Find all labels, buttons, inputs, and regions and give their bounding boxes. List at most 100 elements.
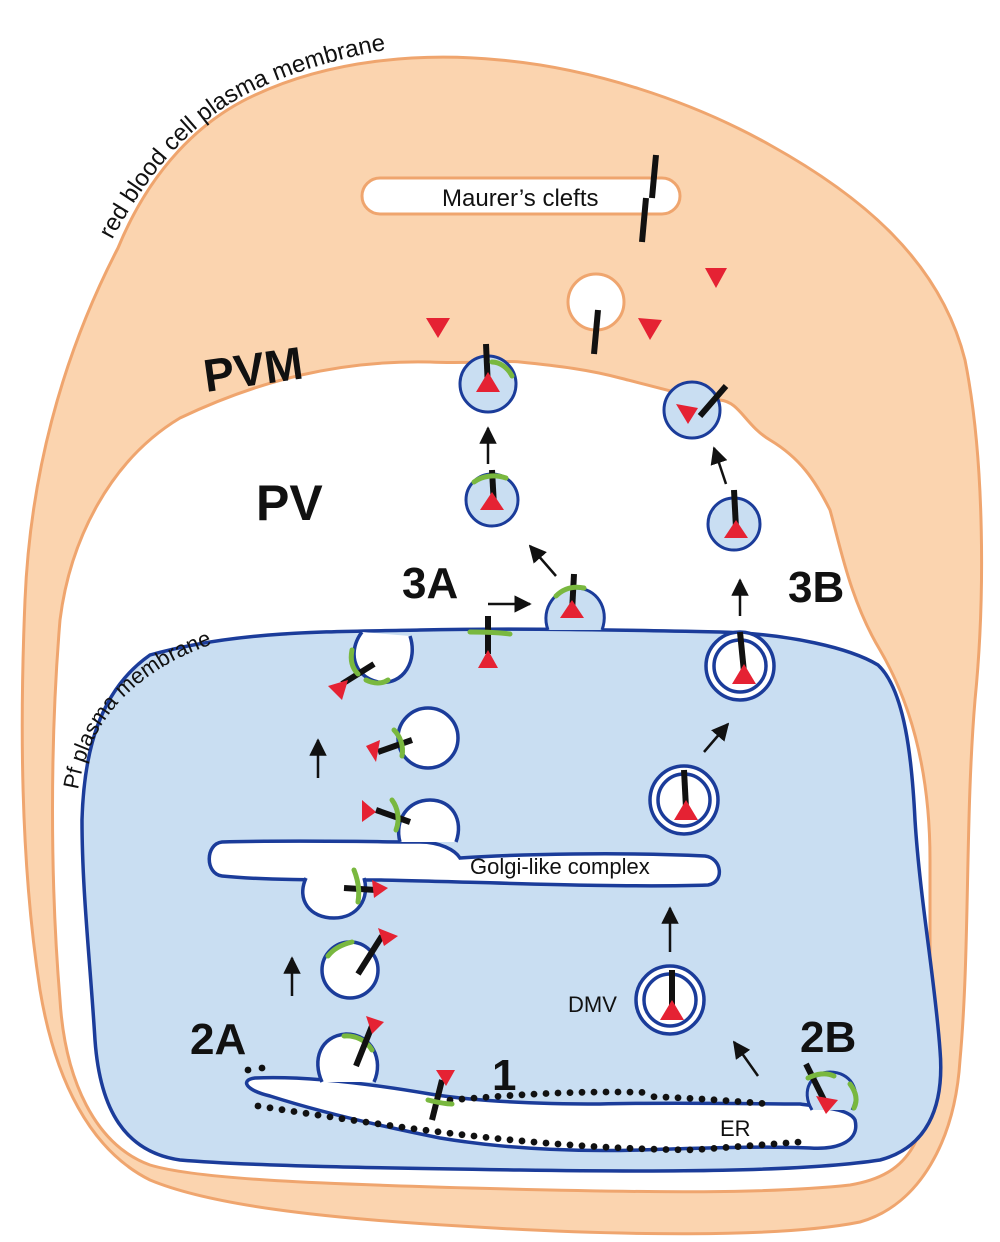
ribosome-dot xyxy=(686,1146,694,1154)
cleft-rod-1 xyxy=(649,154,659,199)
coat-protein xyxy=(489,359,515,379)
rbc-vesicle-rod xyxy=(591,309,601,355)
transmembrane-protein xyxy=(355,934,385,976)
ribosome-dot xyxy=(386,1122,394,1129)
cleft-rod-2 xyxy=(639,197,649,243)
cargo xyxy=(560,600,584,618)
ribosome-dot xyxy=(302,1109,310,1117)
vesicle-pm-approach xyxy=(396,706,460,770)
cargo xyxy=(372,880,388,898)
cargo xyxy=(732,664,756,684)
ribosome-dot xyxy=(258,1064,266,1072)
coat-protein xyxy=(391,727,405,759)
ribosome-dot xyxy=(518,1137,526,1145)
pv-label: PV xyxy=(256,475,323,531)
ribosome-dot xyxy=(662,1093,670,1101)
ribosome-dot xyxy=(482,1093,490,1101)
ribosome-dot xyxy=(662,1146,670,1153)
cargo xyxy=(724,520,748,538)
free-cargo xyxy=(426,318,450,338)
ribosome-dot xyxy=(398,1123,406,1131)
ribosome-dot xyxy=(410,1125,418,1133)
cargo xyxy=(366,740,380,762)
ribosome-dot xyxy=(446,1129,454,1137)
transmembrane-protein xyxy=(697,384,729,418)
ribosome-dot xyxy=(650,1145,658,1153)
ribosome-dot xyxy=(554,1140,562,1148)
ribosome-dot xyxy=(710,1144,718,1152)
transmembrane-protein xyxy=(375,807,411,825)
ribosome-dot xyxy=(542,1139,550,1147)
ribosome-dot xyxy=(338,1115,346,1123)
ribosome-dot xyxy=(422,1126,430,1134)
ribosome-dot xyxy=(674,1146,682,1154)
cargo xyxy=(436,1070,455,1086)
coat-protein xyxy=(348,647,361,677)
coat-protein xyxy=(363,677,391,686)
ribosome-dot xyxy=(770,1140,778,1148)
coat-protein xyxy=(351,867,362,905)
ribosome-dot xyxy=(614,1088,622,1096)
step-2a-label: 2A xyxy=(190,1015,246,1064)
ribosome-dot xyxy=(530,1090,538,1098)
ribosome-dot xyxy=(434,1128,442,1136)
ribosome-dot xyxy=(566,1141,574,1149)
ribosome-dot xyxy=(506,1136,514,1144)
parasite-cell xyxy=(80,627,943,1173)
ribosome-dot xyxy=(518,1091,526,1099)
dmv-label: DMV xyxy=(568,992,617,1017)
ribosome-dot xyxy=(482,1133,490,1141)
ribosome-dot xyxy=(590,1143,598,1150)
ribosome-dot xyxy=(722,1144,730,1151)
ribosome-dot xyxy=(794,1138,802,1146)
cargo xyxy=(478,650,498,668)
ribosome-dot xyxy=(374,1120,382,1128)
ribosome-dot xyxy=(734,1143,742,1150)
ribosome-dot xyxy=(722,1097,730,1105)
er-label: ER xyxy=(720,1116,751,1141)
ribosome-dot xyxy=(614,1144,622,1152)
step-3b-label: 3B xyxy=(788,563,844,612)
transmembrane-protein xyxy=(353,1024,375,1068)
ribosome-dot xyxy=(494,1092,502,1100)
coat-protein xyxy=(425,1097,455,1107)
cargo xyxy=(676,404,698,424)
ribosome-dot xyxy=(758,1099,766,1107)
cargo xyxy=(660,1000,684,1020)
ribosome-dot xyxy=(254,1102,262,1110)
coat-protein xyxy=(389,797,401,833)
ribosome-dot xyxy=(458,1095,466,1103)
vesicle-fusing-pm xyxy=(352,630,414,685)
ribosome-dot xyxy=(566,1089,574,1097)
ribosome-dot xyxy=(578,1088,586,1096)
ribosome-dot xyxy=(494,1135,502,1143)
ribosome-dot xyxy=(506,1092,514,1099)
arrow xyxy=(528,544,557,577)
coat-protein xyxy=(325,939,355,959)
ribosome-dot xyxy=(638,1088,646,1096)
coat-protein xyxy=(553,584,587,599)
cargo xyxy=(816,1096,838,1114)
ribosome-dot xyxy=(602,1088,610,1096)
ribosome-dot xyxy=(578,1142,586,1150)
step-3a-label: 3A xyxy=(402,559,458,608)
coat-protein xyxy=(341,1033,375,1053)
cargo xyxy=(378,928,398,946)
cargo xyxy=(480,492,504,510)
maurers-clefts-label: Maurer’s clefts xyxy=(442,185,599,212)
ribosome-dot xyxy=(542,1090,550,1097)
ribosome-dot xyxy=(590,1088,598,1096)
ribosome-dot xyxy=(698,1095,706,1103)
ribosome-dot xyxy=(782,1139,790,1147)
ribosome-dot xyxy=(326,1113,334,1121)
coat-protein xyxy=(471,473,509,485)
arrow xyxy=(732,1040,760,1077)
coat-protein xyxy=(467,629,513,637)
ribosome-dot xyxy=(470,1132,478,1140)
ribosome-dot xyxy=(746,1142,754,1150)
maurers-cleft xyxy=(360,176,682,216)
ribosome-dot xyxy=(758,1141,766,1149)
ribosome-dot xyxy=(710,1096,718,1104)
ribosome-dot xyxy=(626,1144,634,1152)
step-2b-label: 2B xyxy=(800,1013,856,1062)
